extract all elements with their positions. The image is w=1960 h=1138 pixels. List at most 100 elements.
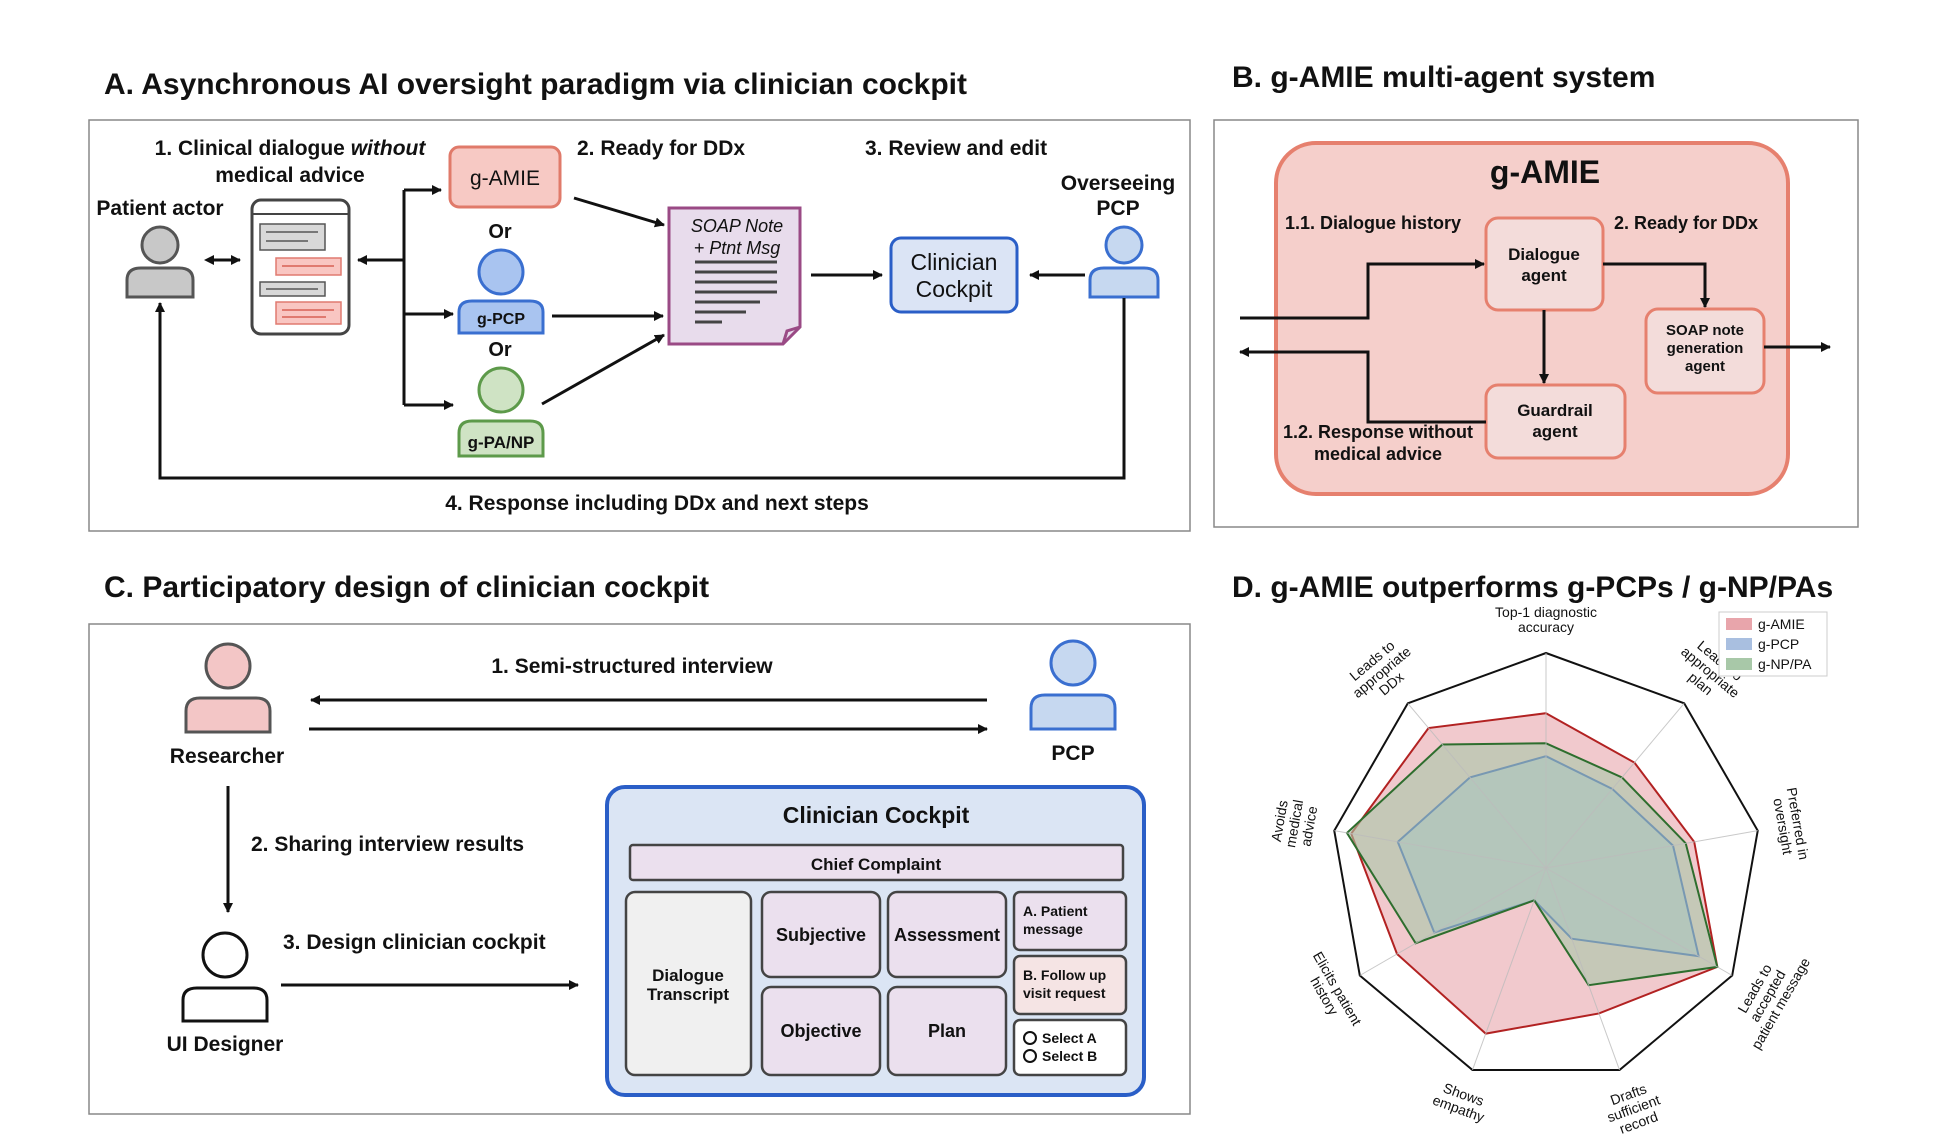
overseeing-pcp-label: Overseeing <box>1061 172 1175 195</box>
select-a-label: Select A <box>1042 1030 1097 1046</box>
or-label-1: Or <box>488 221 512 243</box>
sharing-label: 2. Sharing interview results <box>251 833 524 856</box>
overseeing-pcp-label-line2: PCP <box>1096 197 1139 220</box>
patient-actor-label: Patient actor <box>96 197 223 220</box>
panel-a-title: A. Asynchronous AI oversight paradigm vi… <box>104 68 967 101</box>
to-soap-arrows <box>541 196 665 406</box>
g-pa-np-label: g-PA/NP <box>468 433 535 452</box>
pcp-label: PCP <box>1051 742 1094 765</box>
plan-label: Plan <box>928 1021 966 1041</box>
step4-label: 4. Response including DDx and next steps <box>445 492 869 515</box>
radar-spoke <box>1545 702 1685 869</box>
g-amie-label: g-AMIE <box>470 167 540 190</box>
overseeing-pcp-icon <box>1088 225 1160 299</box>
legend-swatch <box>1726 638 1752 650</box>
legend-label: g-AMIE <box>1758 616 1805 632</box>
patient-message-box <box>1012 890 1128 952</box>
series-g-np-pa-area <box>1345 742 1719 987</box>
g-pcp-icon <box>457 248 545 335</box>
dialogue-agent-label-line2: agent <box>1521 266 1567 285</box>
ui-designer-icon <box>181 931 269 1023</box>
axis-label: Preferred inoversight <box>1769 786 1812 863</box>
select-b-label: Select B <box>1042 1048 1097 1064</box>
clinician-cockpit-label-line2: Cockpit <box>916 276 993 302</box>
clinician-cockpit-label: Clinician <box>911 249 998 275</box>
dialogue-transcript-label-line2: Transcript <box>647 985 730 1004</box>
select-box <box>1012 1018 1128 1077</box>
g-pa-np-icon <box>457 366 545 458</box>
dialogue-transcript-label: Dialogue <box>652 966 724 985</box>
response-loop-arrow <box>155 298 1126 480</box>
radar-spoke <box>1407 702 1547 869</box>
panel-a: A. Asynchronous AI oversight paradigm vi… <box>88 68 1191 532</box>
follow-up-box <box>1012 954 1128 1016</box>
panel-b-arrows <box>1239 259 1831 424</box>
radar-spoke <box>1545 867 1733 976</box>
soap-note-label-line2: + Ptnt Msg <box>694 238 781 258</box>
select-a-radio[interactable] <box>1023 1031 1037 1045</box>
radar-spoke <box>1334 830 1547 869</box>
subjective-box <box>760 890 882 979</box>
panel-c: C. Participatory design of clinician coc… <box>88 571 1191 1115</box>
follow-up-label-line2: visit request <box>1023 985 1106 1001</box>
assessment-box <box>886 890 1008 979</box>
dialogue-agent-box <box>1484 216 1605 312</box>
subjective-label: Subjective <box>776 925 866 945</box>
objective-label: Objective <box>780 1021 861 1041</box>
axis-label: Avoidsmedicaladvice <box>1267 796 1321 852</box>
cockpit-title: Clinician Cockpit <box>783 802 970 828</box>
radar-legend: g-AMIE g-PCP g-NP/PA <box>1718 611 1828 677</box>
guardrail-agent-label: Guardrail <box>1517 401 1593 420</box>
radar-spoke <box>1359 867 1547 976</box>
patient-message-label-line2: message <box>1023 921 1083 937</box>
branch-connector <box>357 185 454 410</box>
panel-b-title: B. g-AMIE multi-agent system <box>1232 61 1655 94</box>
radar-spoke <box>1545 867 1621 1071</box>
guardrail-agent-label-line2: agent <box>1532 422 1578 441</box>
axis-label: Elicits patienthistory <box>1297 949 1365 1036</box>
ui-designer-label: UI Designer <box>167 1033 284 1056</box>
legend-swatch <box>1726 658 1752 670</box>
dialogue-agent-label: Dialogue <box>1508 245 1580 264</box>
step3-label: 3. Review and edit <box>865 137 1047 160</box>
panel-d-title: D. g-AMIE outperforms g-PCPs / g-NP/PAs <box>1232 571 1833 604</box>
g-amie-box <box>448 145 562 209</box>
response-without-advice-label: 1.2. Response without <box>1283 422 1473 442</box>
follow-up-label: B. Follow up <box>1023 967 1106 983</box>
design-label: 3. Design clinician cockpit <box>283 931 546 954</box>
researcher-label: Researcher <box>170 745 284 768</box>
clinician-cockpit-mockup: Clinician Cockpit Chief Complaint Dialog… <box>605 785 1146 1097</box>
response-without-advice-label-line2: medical advice <box>1314 444 1442 464</box>
step1-label-line2: medical advice <box>215 164 364 187</box>
researcher-icon <box>184 642 272 734</box>
g-amie-system-title: g-AMIE <box>1490 154 1600 190</box>
chief-complaint-box <box>628 843 1125 882</box>
radar-frame <box>1333 651 1759 1072</box>
soap-note-document-icon <box>667 206 802 346</box>
soap-note-label: SOAP Note <box>691 216 783 236</box>
panel-d: D. g-AMIE outperforms g-PCPs / g-NP/PAs … <box>1232 571 1833 1137</box>
select-b-radio[interactable] <box>1023 1049 1037 1063</box>
axis-label: Leads toappropriateDDx <box>1340 632 1424 713</box>
assessment-label: Assessment <box>894 925 1000 945</box>
plan-box <box>886 985 1008 1077</box>
soap-agent-label-line2: generation <box>1667 340 1744 357</box>
step1-label: 1. Clinical dialogue without <box>155 137 427 160</box>
panel-b: B. g-AMIE multi-agent system g-AMIE 1.1.… <box>1213 61 1859 528</box>
soap-agent-label-line3: agent <box>1685 358 1725 375</box>
radar-spoke <box>1471 867 1547 1071</box>
legend-label: g-PCP <box>1758 636 1799 652</box>
legend-label: g-NP/PA <box>1758 656 1812 672</box>
clinician-cockpit-box <box>889 236 1019 314</box>
radar-spoke <box>1545 830 1758 869</box>
legend-swatch <box>1726 618 1752 630</box>
step2-label: 2. Ready for DDx <box>577 137 745 160</box>
pcp-icon <box>1029 639 1117 731</box>
chat-window-icon <box>250 198 351 336</box>
dialogue-transcript-box <box>624 890 753 1077</box>
panel-c-title: C. Participatory design of clinician coc… <box>104 571 709 604</box>
ready-ddx-label: 2. Ready for DDx <box>1614 213 1758 233</box>
objective-box <box>760 985 882 1077</box>
